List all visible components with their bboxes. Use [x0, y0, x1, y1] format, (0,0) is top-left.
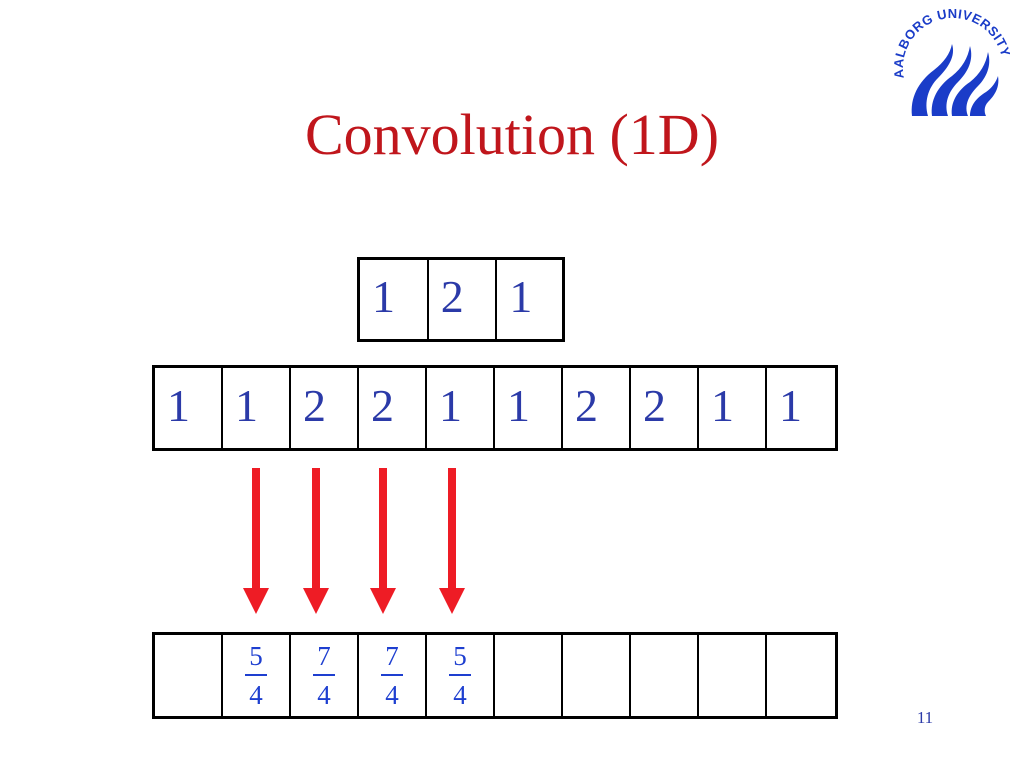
signal-cell: 2 — [291, 368, 359, 448]
down-arrow-icon — [303, 468, 329, 614]
signal-cell: 1 — [779, 379, 802, 431]
logo-waves-icon — [911, 44, 999, 116]
down-arrow-icon — [243, 468, 269, 614]
signal-cell: 2 — [563, 368, 631, 448]
logo-text: AALBORG UNIVERSITY — [891, 8, 1010, 79]
fraction-denominator: 4 — [249, 679, 263, 710]
fraction: 5 4 — [449, 641, 471, 710]
page-number: 11 — [916, 708, 934, 727]
fraction-bar — [449, 674, 471, 676]
fraction-numerator: 7 — [317, 641, 331, 672]
output-cell — [155, 635, 223, 716]
fraction-numerator: 5 — [453, 641, 467, 672]
signal-cell: 1 — [223, 368, 291, 448]
fraction-numerator: 5 — [249, 641, 263, 672]
down-arrow-icon — [439, 468, 465, 614]
svg-text:AALBORG UNIVERSITY: AALBORG UNIVERSITY — [891, 8, 1010, 79]
signal-cell: 1 — [699, 368, 767, 448]
output-cell — [767, 635, 835, 716]
signal-cell: 1 — [495, 368, 563, 448]
aalborg-university-logo: AALBORG UNIVERSITY — [891, 8, 1010, 116]
fraction-bar — [313, 674, 335, 676]
fraction-denominator: 4 — [317, 679, 331, 710]
fraction-denominator: 4 — [385, 679, 399, 710]
kernel-cell: 2 — [429, 260, 498, 339]
signal-row: 1 1 2 2 1 1 2 2 1 1 — [152, 365, 838, 451]
output-cell: 7 4 — [359, 635, 427, 716]
fraction-bar — [381, 674, 403, 676]
signal-cell: 1 — [155, 368, 223, 448]
kernel-cell: 1 — [360, 260, 429, 339]
signal-cell: 1 — [427, 368, 495, 448]
fraction-numerator: 7 — [385, 641, 399, 672]
output-cell — [563, 635, 631, 716]
signal-cell: 2 — [631, 368, 699, 448]
output-cell: 5 4 — [223, 635, 291, 716]
slide-title: Convolution (1D) — [304, 102, 720, 167]
fraction: 5 4 — [245, 641, 267, 710]
kernel-row: 1 2 1 — [357, 257, 565, 342]
down-arrow-icon — [370, 468, 396, 614]
fraction-denominator: 4 — [453, 679, 467, 710]
fraction-bar — [245, 674, 267, 676]
output-cell: 7 4 — [291, 635, 359, 716]
output-cell — [495, 635, 563, 716]
output-cell — [699, 635, 767, 716]
output-cell: 5 4 — [427, 635, 495, 716]
output-cell — [631, 635, 699, 716]
kernel-cell: 1 — [509, 271, 533, 322]
fraction: 7 4 — [313, 641, 335, 710]
signal-cell: 2 — [359, 368, 427, 448]
fraction: 7 4 — [381, 641, 403, 710]
output-row: 5 4 7 4 7 4 5 4 — [152, 632, 838, 719]
